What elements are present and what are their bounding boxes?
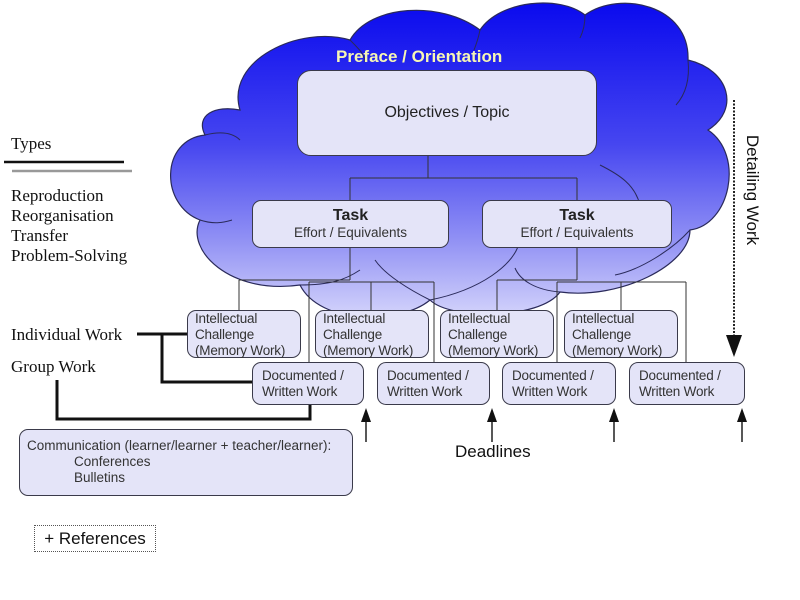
ic-line: (Memory Work) [323, 343, 414, 358]
documented-work-box[interactable]: Documented / Written Work [502, 362, 616, 405]
ic-line: Intellectual [448, 311, 511, 326]
preface-title: Preface / Orientation [336, 47, 503, 66]
documented-work-box[interactable]: Documented / Written Work [377, 362, 490, 405]
type-item: Transfer [11, 226, 68, 245]
intellectual-challenge-box[interactable]: Intellectual Challenge (Memory Work) [564, 310, 678, 358]
dw-line: Written Work [639, 384, 715, 399]
deadline-arrow [487, 408, 497, 442]
types-heading: Types [11, 134, 52, 153]
task-box[interactable]: Task Effort / Equivalents [482, 200, 672, 248]
ic-line: (Memory Work) [195, 343, 286, 358]
types-list: Reproduction Reorganisation Transfer Pro… [11, 186, 127, 266]
communication-item: Conferences [74, 454, 151, 469]
work-mode-connectors [55, 332, 312, 421]
detailing-work-arrowhead [726, 335, 742, 357]
ic-line: Challenge [448, 327, 507, 342]
dw-line: Documented / [387, 368, 469, 383]
group-work-label: Group Work [11, 357, 96, 376]
type-item: Reproduction [11, 186, 104, 205]
dw-line: Documented / [639, 368, 721, 383]
detailing-work-label: Detailing Work [743, 134, 762, 246]
references-label: + References [44, 528, 146, 548]
objectives-label: Objectives / Topic [384, 104, 510, 121]
intellectual-challenge-box[interactable]: Intellectual Challenge (Memory Work) [440, 310, 554, 358]
communication-box[interactable]: Communication (learner/learner + teacher… [19, 429, 353, 496]
dw-line: Written Work [262, 384, 338, 399]
task-box[interactable]: Task Effort / Equivalents [252, 200, 449, 248]
intellectual-challenge-box[interactable]: Intellectual Challenge (Memory Work) [315, 310, 429, 358]
deadline-arrows [361, 408, 747, 442]
deadline-arrow [737, 408, 747, 442]
dw-line: Written Work [387, 384, 463, 399]
tree-connectors [238, 155, 687, 362]
deadlines-label: Deadlines [455, 442, 531, 461]
documented-work-box[interactable]: Documented / Written Work [629, 362, 745, 405]
task-subtitle: Effort / Equivalents [293, 225, 408, 240]
objectives-box[interactable]: Objectives / Topic [297, 70, 597, 156]
ic-line: Intellectual [572, 311, 635, 326]
individual-work-label: Individual Work [11, 325, 123, 344]
ic-line: (Memory Work) [448, 343, 539, 358]
documented-work-box[interactable]: Documented / Written Work [252, 362, 364, 405]
ic-line: Challenge [195, 327, 254, 342]
dw-line: Documented / [262, 368, 344, 383]
dw-line: Documented / [512, 368, 594, 383]
type-item: Problem-Solving [11, 246, 128, 265]
dw-line: Written Work [512, 384, 588, 399]
ic-line: Intellectual [323, 311, 386, 326]
ic-line: Challenge [572, 327, 631, 342]
communication-item: Bulletins [74, 470, 126, 485]
ic-line: Challenge [323, 327, 382, 342]
intellectual-challenge-box[interactable]: Intellectual Challenge (Memory Work) [187, 310, 301, 358]
ic-line: Intellectual [195, 311, 258, 326]
deadline-arrow [609, 408, 619, 442]
deadline-arrow [361, 408, 371, 442]
task-subtitle: Effort / Equivalents [520, 225, 634, 240]
ic-line: (Memory Work) [572, 343, 663, 358]
communication-heading: Communication (learner/learner + teacher… [27, 438, 332, 453]
type-item: Reorganisation [11, 206, 114, 225]
references-button[interactable]: + References [34, 525, 156, 552]
task-title: Task [332, 207, 369, 224]
task-title: Task [559, 207, 595, 224]
